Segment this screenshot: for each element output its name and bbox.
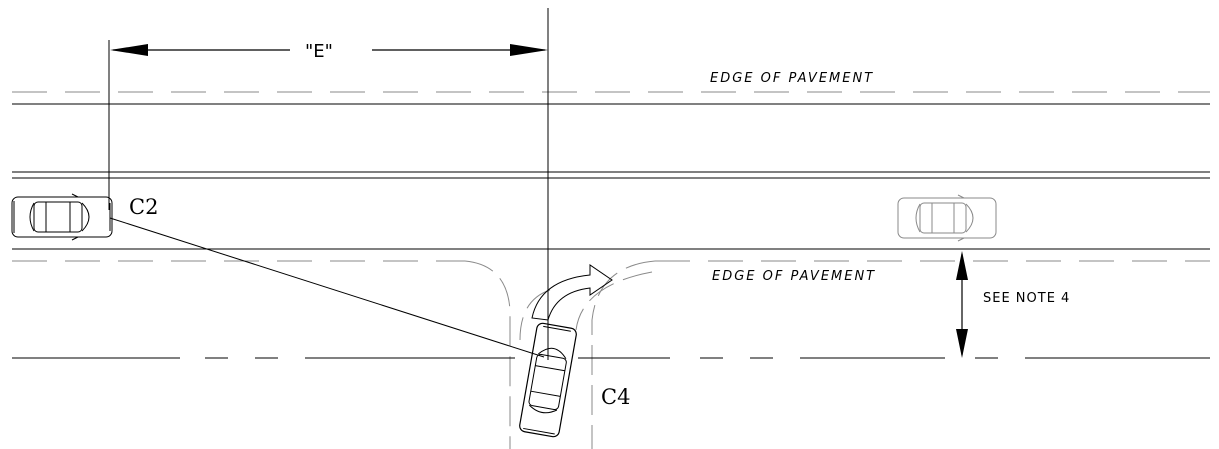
sight-line [109,217,545,358]
edge-of-pavement-bottom-label: EDGE OF PAVEMENT [712,269,876,284]
side-road-curb-left-inner [519,289,551,341]
see-note-label: SEE NOTE 4 [983,291,1070,306]
distance-e-arrowhead-left [110,44,148,56]
side-road-curb-right-inner [575,271,653,331]
edge-of-pavement-top-label: EDGE OF PAVEMENT [710,71,874,86]
car-c2-icon [11,193,113,241]
side-road-curb-left-outer [464,260,511,449]
note-arrowhead-top [956,251,968,280]
car-c4-icon [519,322,577,438]
oncoming-car-icon [897,194,997,242]
car-c4-label: C4 [601,385,630,409]
distance-e-arrowhead-right [510,44,548,56]
car-c2-label: C2 [129,195,158,219]
distance-e-label: "E" [305,41,333,62]
note-arrowhead-bottom [956,329,968,358]
turn-arrow-icon [531,264,613,321]
side-road-curb-right-outer [591,260,656,449]
